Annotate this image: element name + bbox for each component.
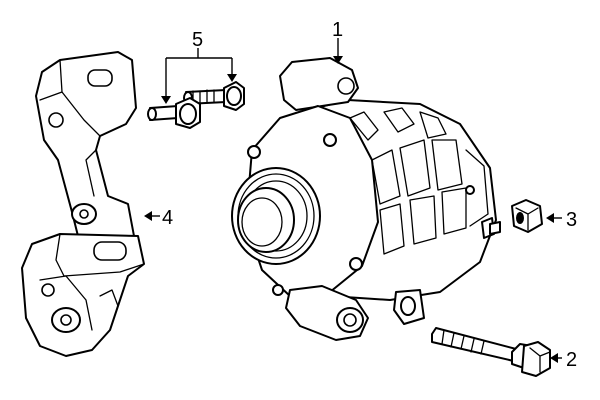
nut (511, 199, 543, 233)
bracket-bolt-lower (147, 97, 201, 129)
callout-4: 4 (162, 207, 173, 229)
alternator (231, 57, 501, 341)
callout-5: 5 (192, 29, 203, 51)
mounting-bracket (21, 51, 145, 357)
callout-3: 3 (566, 209, 577, 231)
callout-1: 1 (332, 19, 343, 41)
bolt (431, 327, 551, 377)
callout-leaders (144, 38, 562, 363)
callout-2: 2 (566, 349, 577, 371)
